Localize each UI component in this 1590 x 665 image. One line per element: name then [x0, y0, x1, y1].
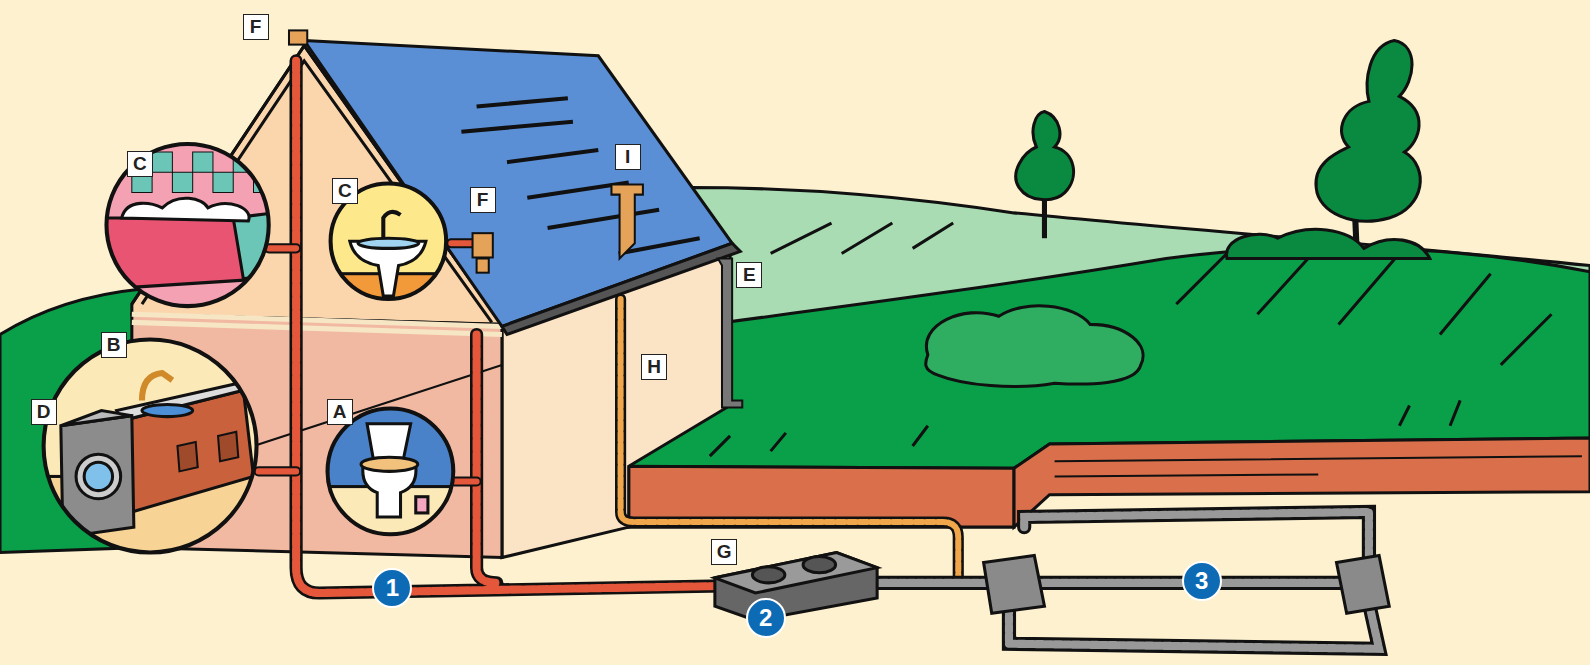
vent-pipe: [611, 184, 642, 258]
tree: [1016, 41, 1430, 259]
bush: [926, 306, 1143, 387]
vent-pipe: [477, 258, 489, 272]
roof: [304, 41, 732, 327]
toilet-inset: [361, 457, 418, 471]
toilet-inset: [328, 409, 454, 535]
septic-tank: [803, 557, 835, 573]
kitchen-inset: [44, 340, 257, 553]
callout-letter: G: [711, 539, 737, 565]
callout-letter: C: [127, 151, 153, 177]
drain-field: [872, 512, 1379, 649]
bathtub-inset: [101, 142, 275, 314]
callout-number: 2: [746, 598, 786, 638]
vent-pipe: [289, 30, 307, 44]
hill-hatching: [710, 223, 1552, 456]
vent-pipe: [473, 233, 493, 257]
callout-letter: C: [332, 178, 358, 204]
hill-hatching: [710, 223, 1552, 456]
vent-pipe: [621, 299, 959, 580]
toilet-inset: [324, 405, 456, 537]
kitchen-inset: [177, 432, 238, 472]
bathtub-inset: [122, 198, 249, 221]
kitchen-inset: [117, 383, 244, 421]
roof: [461, 98, 699, 253]
tree: [1016, 112, 1074, 200]
callout-letter: A: [327, 399, 353, 425]
callout-letter: B: [101, 332, 127, 358]
toilet-inset: [367, 424, 411, 458]
toilet-inset: [416, 497, 428, 513]
drain-field: [872, 512, 1379, 649]
kitchen-inset: [76, 454, 121, 499]
callout-letter: D: [31, 399, 57, 425]
callout-letter: E: [736, 262, 762, 288]
kitchen-inset: [41, 335, 264, 558]
vent-pipe: [621, 299, 959, 580]
callout-number: 3: [1182, 561, 1222, 601]
septic-tank: [715, 552, 877, 593]
soil-bank: [1055, 456, 1582, 476]
hill: [0, 289, 142, 553]
kitchen-inset: [41, 335, 264, 558]
distribution-box: [984, 556, 1390, 614]
tree: [1316, 41, 1420, 222]
septic-tank: [715, 552, 877, 620]
callout-letter: H: [641, 354, 667, 380]
drain-pipe: [296, 61, 725, 593]
callout-letter: F: [470, 187, 496, 213]
sink-inset: [358, 238, 419, 248]
kitchen-inset: [84, 462, 112, 490]
septic-tank: [752, 567, 784, 583]
callout-letter: I: [615, 144, 641, 170]
hill: [629, 248, 1590, 469]
distribution-box: [1336, 556, 1389, 614]
bush: [926, 306, 1143, 387]
tree: [1226, 229, 1429, 258]
kitchen-inset: [41, 335, 264, 558]
vent-pipe: [621, 299, 959, 580]
house-front: [132, 314, 502, 334]
bathtub-inset: [101, 142, 275, 314]
toilet-inset: [324, 405, 456, 537]
callout-letter: F: [243, 14, 269, 40]
septic-tank: [715, 552, 877, 620]
kitchen-inset: [61, 411, 132, 426]
kitchen-inset: [142, 373, 172, 400]
toilet-inset: [363, 466, 416, 517]
bathtub-inset: [106, 144, 268, 306]
kitchen-inset: [122, 390, 254, 512]
distribution-box: [984, 556, 1045, 614]
drain-pipe: [259, 61, 725, 593]
toilet-inset: [324, 405, 456, 537]
roof: [304, 41, 740, 335]
drain-pipe: [296, 61, 725, 593]
kitchen-inset: [142, 404, 193, 416]
drain-field: [872, 512, 1379, 649]
